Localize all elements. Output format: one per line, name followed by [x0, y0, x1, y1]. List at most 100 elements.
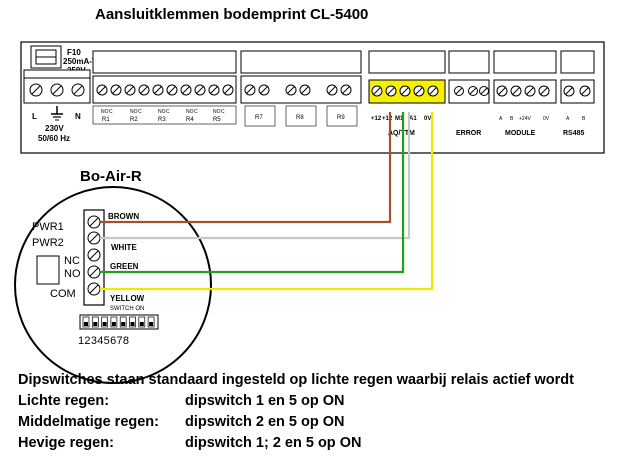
ground-icon	[51, 106, 63, 121]
module-pin-24v: +24V	[519, 116, 531, 122]
r2-pin-label-c: C	[138, 109, 142, 115]
screw-slot-icon	[112, 86, 120, 94]
relay-block-r7-r9: R7 R8 R9	[240, 50, 362, 127]
aqttm-pin-2: +12	[382, 116, 393, 122]
note-medium-label: Middelmatige regen:	[18, 414, 159, 430]
r3-pin-label-c: C	[166, 109, 170, 115]
screw-slot-icon	[89, 250, 99, 260]
dip-switch-knob	[139, 322, 144, 326]
screw-slot-icon	[342, 86, 350, 94]
wire-green-label: GREEN	[110, 262, 139, 271]
relay-r1-label: R1	[102, 117, 110, 123]
note-light: Lichte regen: dipswitch 1 en 5 op ON	[18, 391, 574, 412]
note-light-value: dipswitch 1 en 5 op ON	[185, 393, 345, 409]
relay-r2-label: R2	[130, 117, 138, 123]
screw-slot-icon	[415, 87, 423, 95]
aqttm-label: AQ/TTM	[388, 130, 415, 137]
wire-white-label: WHITE	[111, 243, 137, 252]
note-light-label: Lichte regen:	[18, 393, 110, 409]
dip-switch-knob	[102, 322, 107, 326]
rs485-pin-a: A	[566, 116, 570, 122]
module-pin-b: B	[510, 116, 514, 122]
screw-slot-icon	[287, 86, 295, 94]
screw-slot-icon	[498, 87, 506, 95]
error-terminal-block: ERROR	[448, 50, 490, 137]
switch-numbers: 12345678	[78, 335, 129, 347]
bo-air-r-sensor: PWR1 PWR2 NC NO COM SWITCH ON 12345678	[14, 186, 212, 384]
terminal-nc-label: NC	[64, 255, 80, 267]
wire-brown	[100, 112, 392, 224]
pcb-outline	[20, 41, 605, 154]
dip-switch-knob	[149, 322, 154, 326]
terminal-com-label: COM	[50, 288, 76, 300]
r5-pin-label-no: NO	[213, 109, 221, 115]
rs485-pin-b: B	[582, 116, 586, 122]
switch-on-label: SWITCH ON	[110, 306, 144, 312]
terminal-no-label: NO	[64, 268, 81, 280]
relay-r7-label: R7	[255, 115, 263, 121]
note-heavy-value: dipswitch 1; 2 en 5 op ON	[185, 435, 362, 451]
aqttm-pin-3: M1	[395, 116, 404, 122]
screw-slot-icon	[224, 86, 232, 94]
module-pin-a: A	[499, 116, 503, 122]
screw-slot-icon	[455, 87, 463, 95]
screw-slot-icon	[469, 87, 477, 95]
screw-slot-icon	[429, 87, 437, 95]
screw-slot-icon	[154, 86, 162, 94]
fuse-label-2: 250mA-T	[63, 57, 97, 66]
power-n-label: N	[75, 112, 81, 121]
screw-slot-icon	[246, 86, 254, 94]
relay-r4-label: R4	[186, 117, 194, 123]
relay-r9-label: R9	[337, 115, 345, 121]
dip-switch-knob	[93, 322, 98, 326]
screw-slot-icon	[260, 86, 268, 94]
rs485-terminal-block: A B RS485	[560, 50, 595, 137]
notes: Dipswitches staan standaard ingesteld op…	[18, 370, 574, 454]
note-heavy-label: Hevige regen:	[18, 435, 114, 451]
aqttm-pin-1: +12	[371, 116, 382, 122]
frequency-label: 50/60 Hz	[38, 134, 70, 143]
screw-slot-icon	[526, 87, 534, 95]
dip-switch-knob	[111, 322, 116, 326]
dip-switch-knob	[130, 322, 135, 326]
screw-slot-icon	[328, 86, 336, 94]
dip-switch-knob	[84, 322, 88, 326]
relay-contact-box	[36, 255, 60, 285]
wires: BROWN WHITE GREEN YELLOW	[100, 112, 434, 303]
fuse-label-1: F10	[67, 48, 81, 57]
screw-slot-icon	[480, 87, 488, 95]
power-l-label: L	[32, 112, 37, 121]
aqttm-pin-5: 0V	[424, 116, 431, 122]
screw-slot-icon	[373, 87, 381, 95]
wire-yellow-label: YELLOW	[110, 294, 145, 303]
screw-slot-icon	[140, 86, 148, 94]
r4-pin-label-no: NO	[186, 109, 194, 115]
screw-slot-icon	[581, 87, 589, 95]
wire-green	[100, 112, 405, 274]
screw-slot-icon	[387, 87, 395, 95]
note-medium: Middelmatige regen:dipswitch 2 en 5 op O…	[18, 412, 574, 433]
screw-slot-icon	[89, 233, 99, 243]
screw-slot-icon	[98, 86, 106, 94]
terminal-pwr1-label: PWR1	[32, 221, 64, 233]
r1-pin-label-c: C	[109, 109, 113, 115]
module-pin-0v: 0V	[543, 116, 550, 122]
power-terminal-block: L N 230V 50/60 Hz	[23, 69, 91, 143]
wire-brown-label: BROWN	[108, 212, 139, 221]
note-heavy: Hevige regen: dipswitch 1; 2 en 5 op ON	[18, 433, 574, 454]
error-label: ERROR	[456, 130, 481, 137]
r4-pin-label-c: C	[194, 109, 198, 115]
relay-r5-label: R5	[213, 117, 221, 123]
screw-slot-icon	[301, 86, 309, 94]
r5-pin-label-c: C	[221, 109, 225, 115]
wire-yellow	[100, 112, 434, 291]
terminal-pwr2-label: PWR2	[32, 237, 64, 249]
screw-slot-icon	[196, 86, 204, 94]
rs485-label: RS485	[563, 130, 585, 137]
screw-slot-icon	[210, 86, 218, 94]
relay-r8-label: R8	[296, 115, 304, 121]
r1-pin-label-no: NO	[101, 109, 109, 115]
module-label: MODULE	[505, 130, 536, 137]
